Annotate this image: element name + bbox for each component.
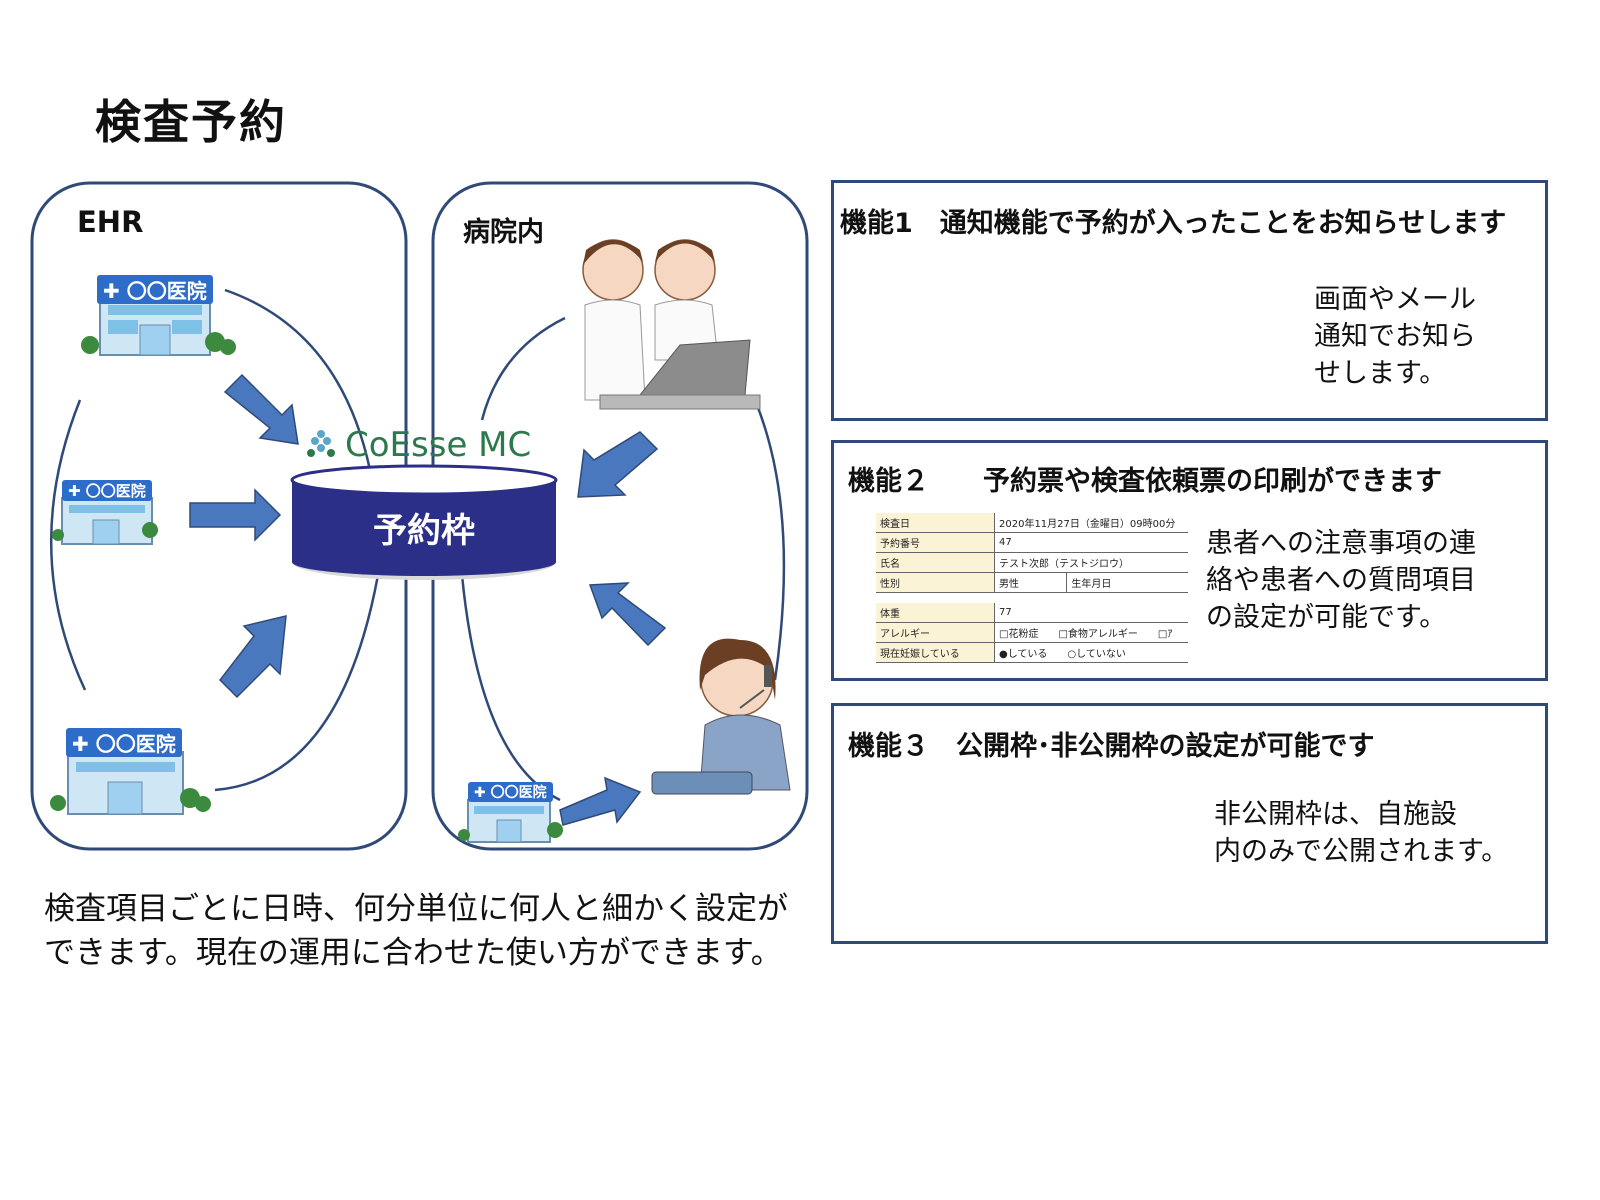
description-text: 検査項目ごとに日時、何分単位に何人と細かく設定が できます。現在の運用に合わせた… <box>44 887 788 975</box>
feature-text-line: せします。 <box>1314 358 1447 389</box>
feature-text-line: の設定が可能です。 <box>1206 602 1447 633</box>
table-cell: ●している ○していない <box>994 642 1188 663</box>
feature-3-panel: 機能３ 公開枠･非公開枠の設定が可能です 非公開枠は、自施設 内のみで公開されま… <box>831 703 1548 944</box>
cross-icon: ✚ <box>72 732 96 756</box>
public-slot-label: 公開 <box>970 848 1027 881</box>
arrow-icon <box>189 488 282 542</box>
feature-1-panel: 機能1 通知機能で予約が入ったことをお知らせします 画面やメール 通知でお知ら … <box>831 180 1548 421</box>
feature-1-text: 画面やメール 通知でお知ら せします。 <box>1314 281 1476 392</box>
table-cell: 2020年11月27日（金曜日）09時00分 <box>994 513 1188 533</box>
table-cell: 検査日 <box>876 513 995 533</box>
clinic-sign: ✚ 〇〇医院 <box>97 275 213 304</box>
feature-text-line: 患者への注意事項の連 <box>1206 528 1476 559</box>
cross-icon: ✚ <box>474 785 491 801</box>
feature-text-line: 絡や患者への質問項目 <box>1206 565 1476 596</box>
clinic-sign: ✚ 〇〇医院 <box>62 480 152 501</box>
feature-1-title: 機能1 通知機能で予約が入ったことをお知らせします <box>840 208 1507 239</box>
arrow-icon <box>577 431 659 498</box>
feature-text-line: 通知でお知ら <box>1314 321 1476 352</box>
table-cell: 47 <box>994 532 1188 553</box>
connector-curve <box>460 574 561 802</box>
description-line: 検査項目ごとに日時、何分単位に何人と細かく設定が <box>44 891 788 927</box>
connector-curve <box>214 574 380 792</box>
clinic-building-icon <box>52 497 158 545</box>
reservation-db <box>290 464 558 580</box>
table-cell: 体重 <box>876 603 995 623</box>
feature-3-title: 機能３ 公開枠･非公開枠の設定が可能です <box>848 731 1375 762</box>
feature-2-title: 機能２ 予約票や検査依頼票の印刷ができます <box>848 466 1442 497</box>
cross-icon: ✚ <box>103 279 127 303</box>
feature-text-line: 非公開枠は、自施設 <box>1214 799 1457 830</box>
table-row: アレルギー□花粉症 □食物アレルギー □ｱ <box>876 622 1188 643</box>
cross-icon: ✚ <box>68 482 86 500</box>
nurses-illustration <box>582 239 761 410</box>
coesse-logo-icon <box>307 430 335 457</box>
feature-text-line: 内のみで公開されます。 <box>1214 836 1509 867</box>
table-cell: 予約番号 <box>876 532 995 553</box>
feature-3-text: 非公開枠は、自施設 内のみで公開されます。 <box>1214 796 1508 870</box>
arrow-icon <box>588 582 667 647</box>
ehr-label: EHR <box>77 205 144 239</box>
connector-curve <box>50 399 87 691</box>
private-slot-label: 非公開 <box>1080 848 1165 881</box>
table-row: 現在妊娠している●している ○していない <box>876 642 1188 663</box>
table-cell: 男性 <box>994 572 1068 593</box>
connector-curve <box>480 316 566 421</box>
clinic-sign: ✚ 〇〇医院 <box>468 782 553 802</box>
clinic-sign: ✚ 〇〇医院 <box>66 728 182 757</box>
connector-curve <box>224 288 372 471</box>
table-cell: 氏名 <box>876 552 995 573</box>
table-row: 氏名テスト次郎（テストジロウ） <box>876 552 1188 573</box>
table-cell: 現在妊娠している <box>876 642 995 663</box>
page-title: 検査予約 <box>95 95 287 149</box>
arrow-icon <box>223 373 299 445</box>
table-row: 性別男性生年月日 <box>876 572 1188 593</box>
hospital-label: 病院内 <box>463 217 544 248</box>
table-cell: □花粉症 □食物アレルギー □ｱ <box>994 622 1188 643</box>
feature-text-line: 画面やメール <box>1314 284 1476 315</box>
arrow-icon <box>559 776 642 826</box>
feature-2-text: 患者への注意事項の連 絡や患者への質問項目 の設定が可能です。 <box>1206 525 1476 636</box>
table-cell: アレルギー <box>876 622 995 643</box>
operator-illustration <box>651 638 791 795</box>
connector-curve <box>753 399 786 681</box>
clinic-building-icon <box>50 751 211 815</box>
table-cell: 性別 <box>876 572 995 593</box>
table-cell: 生年月日 <box>1066 572 1188 593</box>
clinic-building-icon <box>458 799 563 843</box>
description-line: できます。現在の運用に合わせた使い方ができます。 <box>44 935 782 971</box>
table-cell: 77 <box>994 603 1188 623</box>
reservation-slot-label: 予約枠 <box>373 511 475 551</box>
coesse-logo-text: CoEsse MC <box>345 425 532 465</box>
table-cell: テスト次郎（テストジロウ） <box>994 552 1188 573</box>
arrows <box>189 373 667 826</box>
arrow-icon <box>219 615 287 699</box>
clinic-building-icon <box>81 294 236 356</box>
